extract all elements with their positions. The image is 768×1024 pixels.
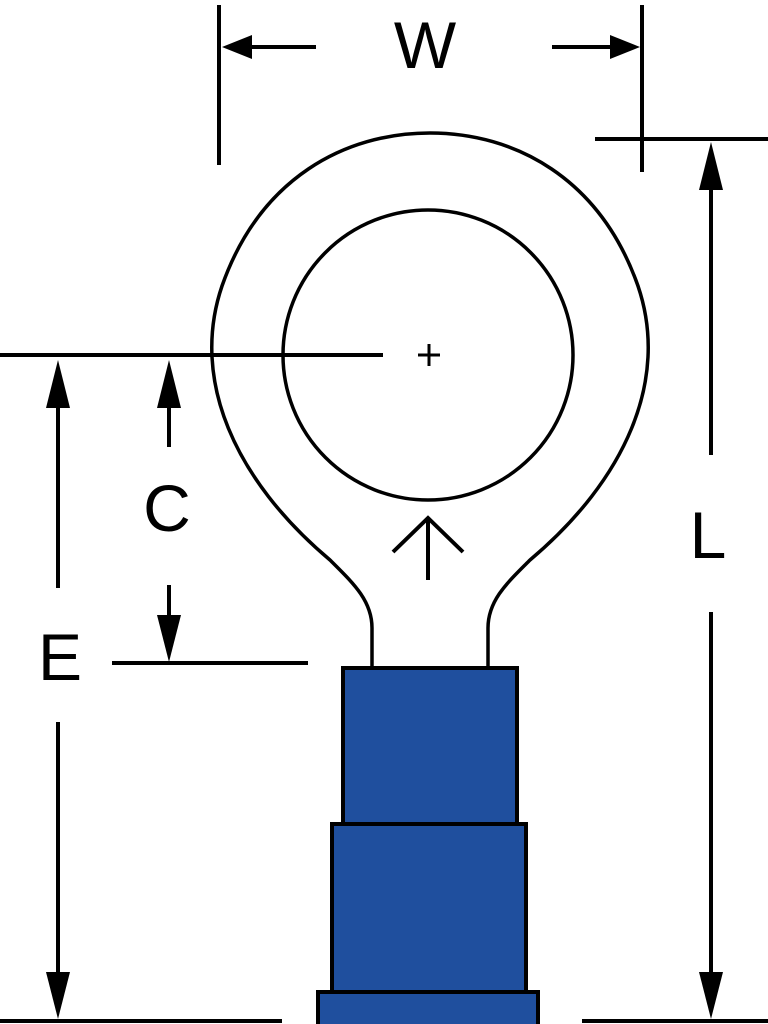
e-arrow-top-icon xyxy=(46,360,70,408)
sleeve-lower xyxy=(330,822,528,994)
w-arrow-left-icon xyxy=(222,35,252,59)
l-arrow-bottom-icon xyxy=(699,972,723,1019)
insertion-arrow-icon xyxy=(391,515,465,580)
w-arrow-right-icon xyxy=(610,35,640,59)
c-arrow-bottom-icon xyxy=(157,615,181,662)
e-label: E xyxy=(38,620,82,694)
sleeve-upper xyxy=(341,666,519,826)
dimension-w: W xyxy=(217,5,644,172)
dimension-e: E xyxy=(0,360,282,1023)
c-arrow-top-icon xyxy=(157,360,181,408)
sleeve-base xyxy=(316,990,540,1024)
w-label: W xyxy=(394,8,457,82)
l-arrow-top-icon xyxy=(699,142,723,190)
e-arrow-bottom-icon xyxy=(46,972,70,1019)
c-label: C xyxy=(143,471,191,545)
dimension-l: L xyxy=(582,137,768,1023)
ring-terminal xyxy=(210,131,650,668)
l-label: L xyxy=(690,498,727,572)
dimension-c: C xyxy=(143,360,191,662)
insulation-sleeve xyxy=(316,666,540,1024)
